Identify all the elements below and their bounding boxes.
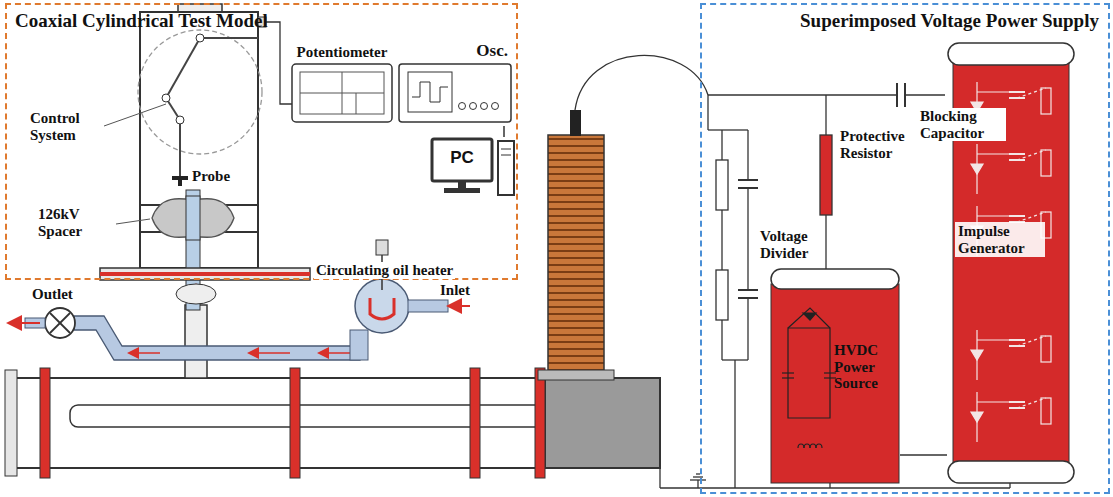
node-label: Impulse Generator	[955, 222, 1045, 257]
pc-computer: PC	[430, 137, 518, 199]
part-label: Control System	[30, 110, 104, 143]
oil-circuit	[10, 240, 470, 360]
part-label: Protective Resistor	[838, 128, 922, 161]
part-label: Blocking Capacitor	[918, 108, 1006, 141]
part-label: Outlet	[32, 286, 73, 303]
node-label: HVDC Power Source	[834, 342, 896, 392]
part-label: Voltage Divider	[758, 228, 822, 261]
test-tank	[100, 4, 310, 310]
oscilloscope-box: Osc.	[396, 42, 514, 126]
part-label: Circulating oil heater	[314, 262, 455, 279]
potentiometer-box: Potentiometer	[288, 42, 396, 126]
wire	[503, 126, 505, 137]
wire	[900, 454, 947, 456]
node-label: Potentiometer	[288, 44, 396, 61]
node-label: PC	[434, 149, 490, 168]
node-label: Osc.	[476, 42, 508, 61]
node-label: Coaxial Cylindrical Test Model	[15, 11, 268, 32]
bushing	[538, 55, 708, 380]
node-label: Superimposed Voltage Power Supply	[800, 11, 1099, 32]
part-label: 126kV Spacer	[38, 206, 114, 239]
part-label: Probe	[192, 168, 230, 185]
hvdc-source: HVDC Power Source	[770, 268, 900, 484]
part-label: Inlet	[440, 282, 470, 299]
pc-computer-shape	[430, 137, 518, 199]
